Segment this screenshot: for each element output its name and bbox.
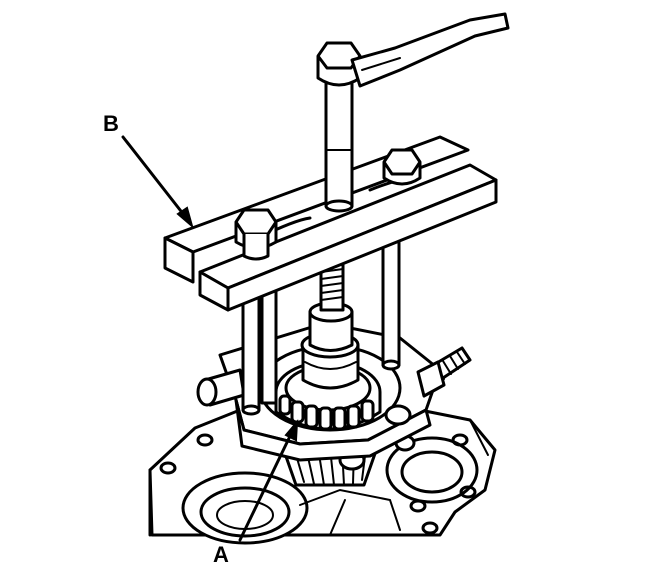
callout-b: B	[103, 111, 194, 229]
shaft-stack	[300, 256, 360, 390]
center-screw	[316, 12, 510, 213]
callout-a: A	[213, 419, 299, 567]
puller-legs	[241, 213, 401, 416]
puller-crossbar	[163, 135, 498, 312]
label-b: B	[103, 111, 119, 136]
label-a: A	[213, 542, 229, 567]
